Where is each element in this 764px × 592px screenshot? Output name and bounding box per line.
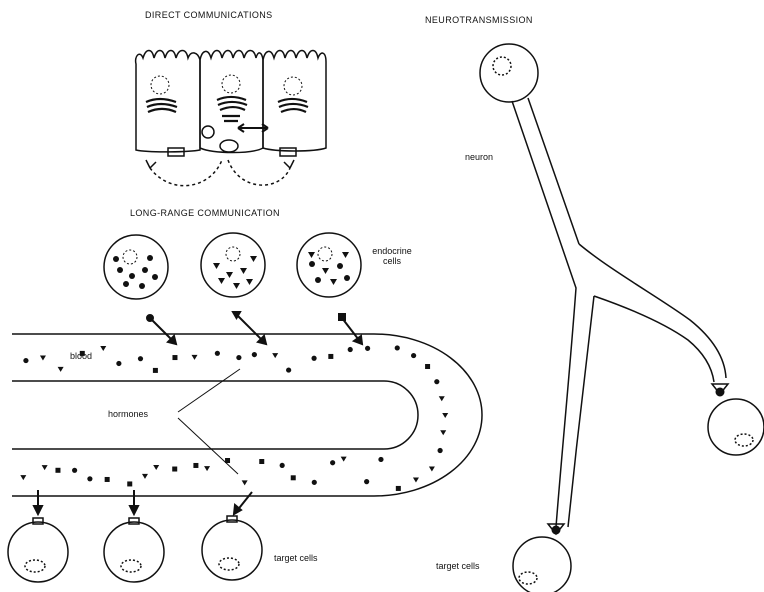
target-cells-label-right: target cells: [436, 561, 480, 571]
hormones-label: hormones: [108, 409, 148, 419]
target-cell-1: [8, 518, 68, 582]
neuron-target-cell-bottom: [513, 537, 571, 592]
hormone-particle: [348, 347, 353, 352]
hormone-particle: [411, 353, 416, 358]
hormone-particle: [396, 486, 401, 491]
hormone-particle: [153, 368, 158, 373]
hormone-particle: [286, 367, 291, 372]
neuron-label: neuron: [465, 152, 493, 162]
hormone-particle: [395, 345, 400, 350]
hormone-particle: [413, 477, 419, 482]
hormone-particle: [272, 353, 278, 358]
hormone-particle: [172, 467, 177, 472]
hormone-particle: [23, 358, 28, 363]
hormone-particle: [341, 457, 347, 462]
blood-label: blood: [70, 351, 92, 361]
hormone-particle: [439, 396, 445, 401]
heading-neurotransmission: NEUROTRANSMISSION: [425, 15, 533, 25]
hormone-particle: [280, 463, 285, 468]
hormone-particle: [330, 460, 335, 465]
hormone-particle: [58, 367, 64, 372]
hormone-particle: [311, 356, 316, 361]
hormone-particle: [259, 459, 264, 464]
hormone-particle: [192, 355, 198, 360]
hormone-particle: [242, 480, 248, 485]
hormone-particle: [425, 364, 430, 369]
hormone-particle: [364, 479, 369, 484]
hormone-particle: [328, 354, 333, 359]
hormone-particle: [20, 475, 26, 480]
hormone-particle: [153, 465, 159, 470]
hormone-particle: [42, 465, 48, 470]
endocrine-cell-2: [201, 233, 265, 297]
hormone-particle: [442, 413, 448, 418]
target-cell-2: [104, 518, 164, 582]
target-cells-label-left: target cells: [274, 553, 318, 563]
heading-direct-communications: DIRECT COMMUNICATIONS: [145, 10, 273, 20]
hormone-particle: [204, 466, 210, 471]
endocrine-label-line2: cells: [362, 256, 422, 266]
delivery-arrows: [34, 490, 252, 514]
hormone-particle: [252, 352, 257, 357]
endocrine-cell-3: [297, 233, 361, 297]
hormone-particle: [100, 346, 106, 351]
hormone-particle: [193, 463, 198, 468]
endocrine-cell-1: [104, 235, 168, 299]
hormone-particle: [87, 476, 92, 481]
hormone-particle: [365, 346, 370, 351]
hormone-particle: [440, 430, 446, 435]
hormone-particle: [378, 457, 383, 462]
hormone-particle: [105, 477, 110, 482]
secretion-arrows: [147, 312, 362, 344]
neuron-target-cell-right: [708, 399, 764, 455]
hormone-particle: [236, 355, 241, 360]
hormone-particle: [142, 474, 148, 479]
hormone-particles: [20, 345, 448, 491]
neuron: [480, 44, 726, 527]
endocrine-label-line1: endocrine: [362, 246, 422, 256]
hormone-particle: [72, 468, 77, 473]
hormone-particle: [312, 480, 317, 485]
heading-long-range-communication: LONG-RANGE COMMUNICATION: [130, 208, 280, 218]
hormone-particle: [438, 448, 443, 453]
hormone-particle: [434, 379, 439, 384]
hormone-particle: [127, 481, 132, 486]
direct-communication-cells: [136, 51, 326, 186]
hormone-particle: [116, 361, 121, 366]
hormone-particle: [291, 475, 296, 480]
epithelial-organelles: [146, 75, 308, 121]
target-cell-3: [202, 516, 262, 580]
endocrine-label: endocrine cells: [362, 246, 422, 266]
hormone-particle: [138, 356, 143, 361]
hormones-pointers: [178, 369, 240, 474]
hormone-particle: [215, 351, 220, 356]
hormone-particle: [55, 468, 60, 473]
hormone-particle: [429, 467, 435, 472]
hormone-particle: [40, 356, 46, 361]
hormone-particle: [172, 355, 177, 360]
